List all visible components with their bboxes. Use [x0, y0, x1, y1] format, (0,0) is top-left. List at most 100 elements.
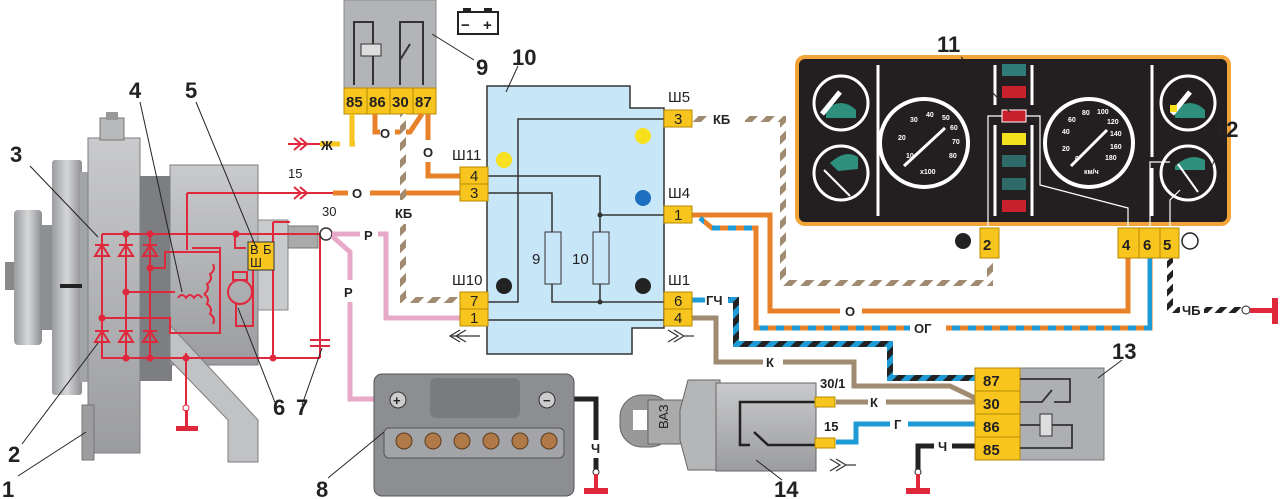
- alternator-circuit: [101, 192, 330, 408]
- diode-bridge: [93, 243, 159, 343]
- wire-label-o1: О: [380, 126, 390, 141]
- tach-tick: 60: [950, 125, 958, 132]
- tach-tick: 80: [949, 153, 957, 160]
- speedo-tick: 20: [1062, 146, 1070, 153]
- callout-6: 6: [273, 395, 285, 420]
- sh5-label: Ш5: [668, 89, 690, 106]
- tach-unit: x100: [920, 169, 936, 176]
- wire-label-k1: К: [766, 355, 774, 370]
- sh11-label: Ш11: [452, 147, 481, 164]
- ign-terminal-15: 15: [824, 419, 838, 434]
- relay9-pin-30: 30: [392, 94, 409, 111]
- relay-13: 87 30 86 85: [974, 367, 1105, 461]
- speedo-tick: 180: [1105, 155, 1117, 162]
- speedo-tick: 100: [1097, 109, 1109, 116]
- wire-label-ch2: Ч: [591, 441, 600, 456]
- callout-12: 12: [1214, 117, 1238, 142]
- wire-label-o3: О: [352, 186, 362, 201]
- cluster-pin-6: 6: [1143, 237, 1151, 254]
- relay9-pin-86: 86: [369, 94, 386, 111]
- alternator: [5, 112, 319, 463]
- plus-sign: +: [393, 393, 401, 408]
- speedometer: 0 20 40 60 80 100 120 140 160 180 км/ч: [1043, 97, 1135, 189]
- wire-label-gch: ГЧ: [706, 293, 723, 308]
- speedo-tick: 60: [1068, 117, 1076, 124]
- wire-label-zh: Ж: [320, 138, 333, 153]
- callout-2: 2: [8, 442, 20, 467]
- callout-14: 14: [774, 477, 799, 499]
- fuse-box-10: 9 10 4 3 7 1 3 1 6 4 Ш11 Ш10 Ш5 Ш4 Ш1: [448, 85, 694, 355]
- fuse-9-label: 9: [532, 251, 540, 268]
- terminal-15-label: 15: [288, 166, 302, 181]
- relay-9: 85 86 30 87: [343, 0, 437, 115]
- callout-1: 1: [2, 477, 14, 499]
- fuse-10-label: 10: [572, 251, 589, 268]
- cluster-pin-2: 2: [983, 237, 991, 254]
- reg-pin-sh: Ш: [250, 255, 262, 270]
- tach-tick: 70: [952, 139, 960, 146]
- callout-numbers: 1 2 3 4 5 6 7 8 9 10 11 12 13 14: [2, 32, 1238, 499]
- tachometer: 10 20 30 40 50 60 70 80 x100: [878, 97, 970, 189]
- battery-icon: − +: [457, 8, 499, 35]
- relay9-pin-87: 87: [415, 94, 432, 111]
- yellow-dot: [496, 152, 512, 168]
- sh1-pin-4: 4: [674, 310, 682, 327]
- ign-terminal-30-1: 30/1: [820, 376, 845, 391]
- black-dot: [635, 278, 651, 294]
- wire-label-r1: Р: [364, 228, 373, 243]
- plus-sign: +: [483, 17, 492, 34]
- cluster-pin-4: 4: [1122, 237, 1131, 254]
- callout-leaders: [17, 33, 1225, 481]
- sh4-label: Ш4: [668, 185, 690, 202]
- reg-pin-v: В: [250, 242, 259, 257]
- wire-label-kb2: КБ: [713, 112, 730, 127]
- front-housing: [87, 137, 141, 454]
- connector-arrow-icon: [448, 329, 694, 343]
- wire-label-kb1: КБ: [395, 206, 412, 221]
- callout-9: 9: [476, 55, 488, 80]
- callout-8: 8: [316, 477, 328, 499]
- sh11-pin-3: 3: [470, 185, 478, 202]
- sh1-label: Ш1: [668, 272, 690, 289]
- battery-negative-terminal: [538, 391, 556, 409]
- wire-label-k2: К: [870, 395, 878, 410]
- callout-11: 11: [937, 32, 960, 57]
- speedo-tick: 160: [1110, 144, 1122, 151]
- callout-10: 10: [512, 45, 536, 70]
- speedo-tick: 120: [1107, 119, 1119, 126]
- gauge-small: [812, 74, 1217, 202]
- tach-tick: 50: [942, 115, 950, 122]
- speedo-tick: 40: [1062, 129, 1070, 136]
- relay13-pin-86: 86: [983, 419, 1000, 436]
- reg-pin-b: Б: [263, 242, 272, 257]
- sh10-pin-7: 7: [470, 293, 478, 310]
- voltage-regulator: В Б Ш: [247, 241, 275, 271]
- callout-13: 13: [1112, 339, 1136, 364]
- sh5-pin-3: 3: [674, 111, 682, 128]
- wire-label-r2: Р: [344, 285, 353, 300]
- battery-positive-terminal: [389, 391, 407, 409]
- wire-labels: Ж О О О КБ Р Р КБ ГЧ К К О ОГ ЧБ Г Ч Ч 1…: [288, 112, 1200, 456]
- callout-3: 3: [10, 142, 22, 167]
- cluster-pin-5: 5: [1163, 237, 1171, 254]
- relay13-pin-87: 87: [983, 373, 1000, 390]
- black-dot: [496, 278, 512, 294]
- tach-tick: 40: [926, 112, 934, 119]
- speedo-tick: 0: [1075, 156, 1079, 163]
- brush-assembly: [227, 240, 254, 327]
- terminal-30: [319, 227, 333, 241]
- terminal-30-label: 30: [322, 204, 336, 219]
- ignition-switch-14: ВАЗ 30/1 15: [619, 376, 856, 472]
- blue-dot: [635, 190, 651, 206]
- tach-tick: 10: [906, 153, 914, 160]
- wire-label-g: Г: [894, 417, 902, 432]
- ground-symbols: [584, 298, 1278, 494]
- pulley: [14, 210, 42, 345]
- wire-label-og: ОГ: [914, 321, 932, 336]
- sh4-pin-1: 1: [674, 207, 682, 224]
- callout-7: 7: [296, 395, 308, 420]
- charge-warning-lamp: [1001, 109, 1027, 123]
- minus-sign: −: [543, 393, 551, 408]
- callout-4: 4: [129, 78, 142, 103]
